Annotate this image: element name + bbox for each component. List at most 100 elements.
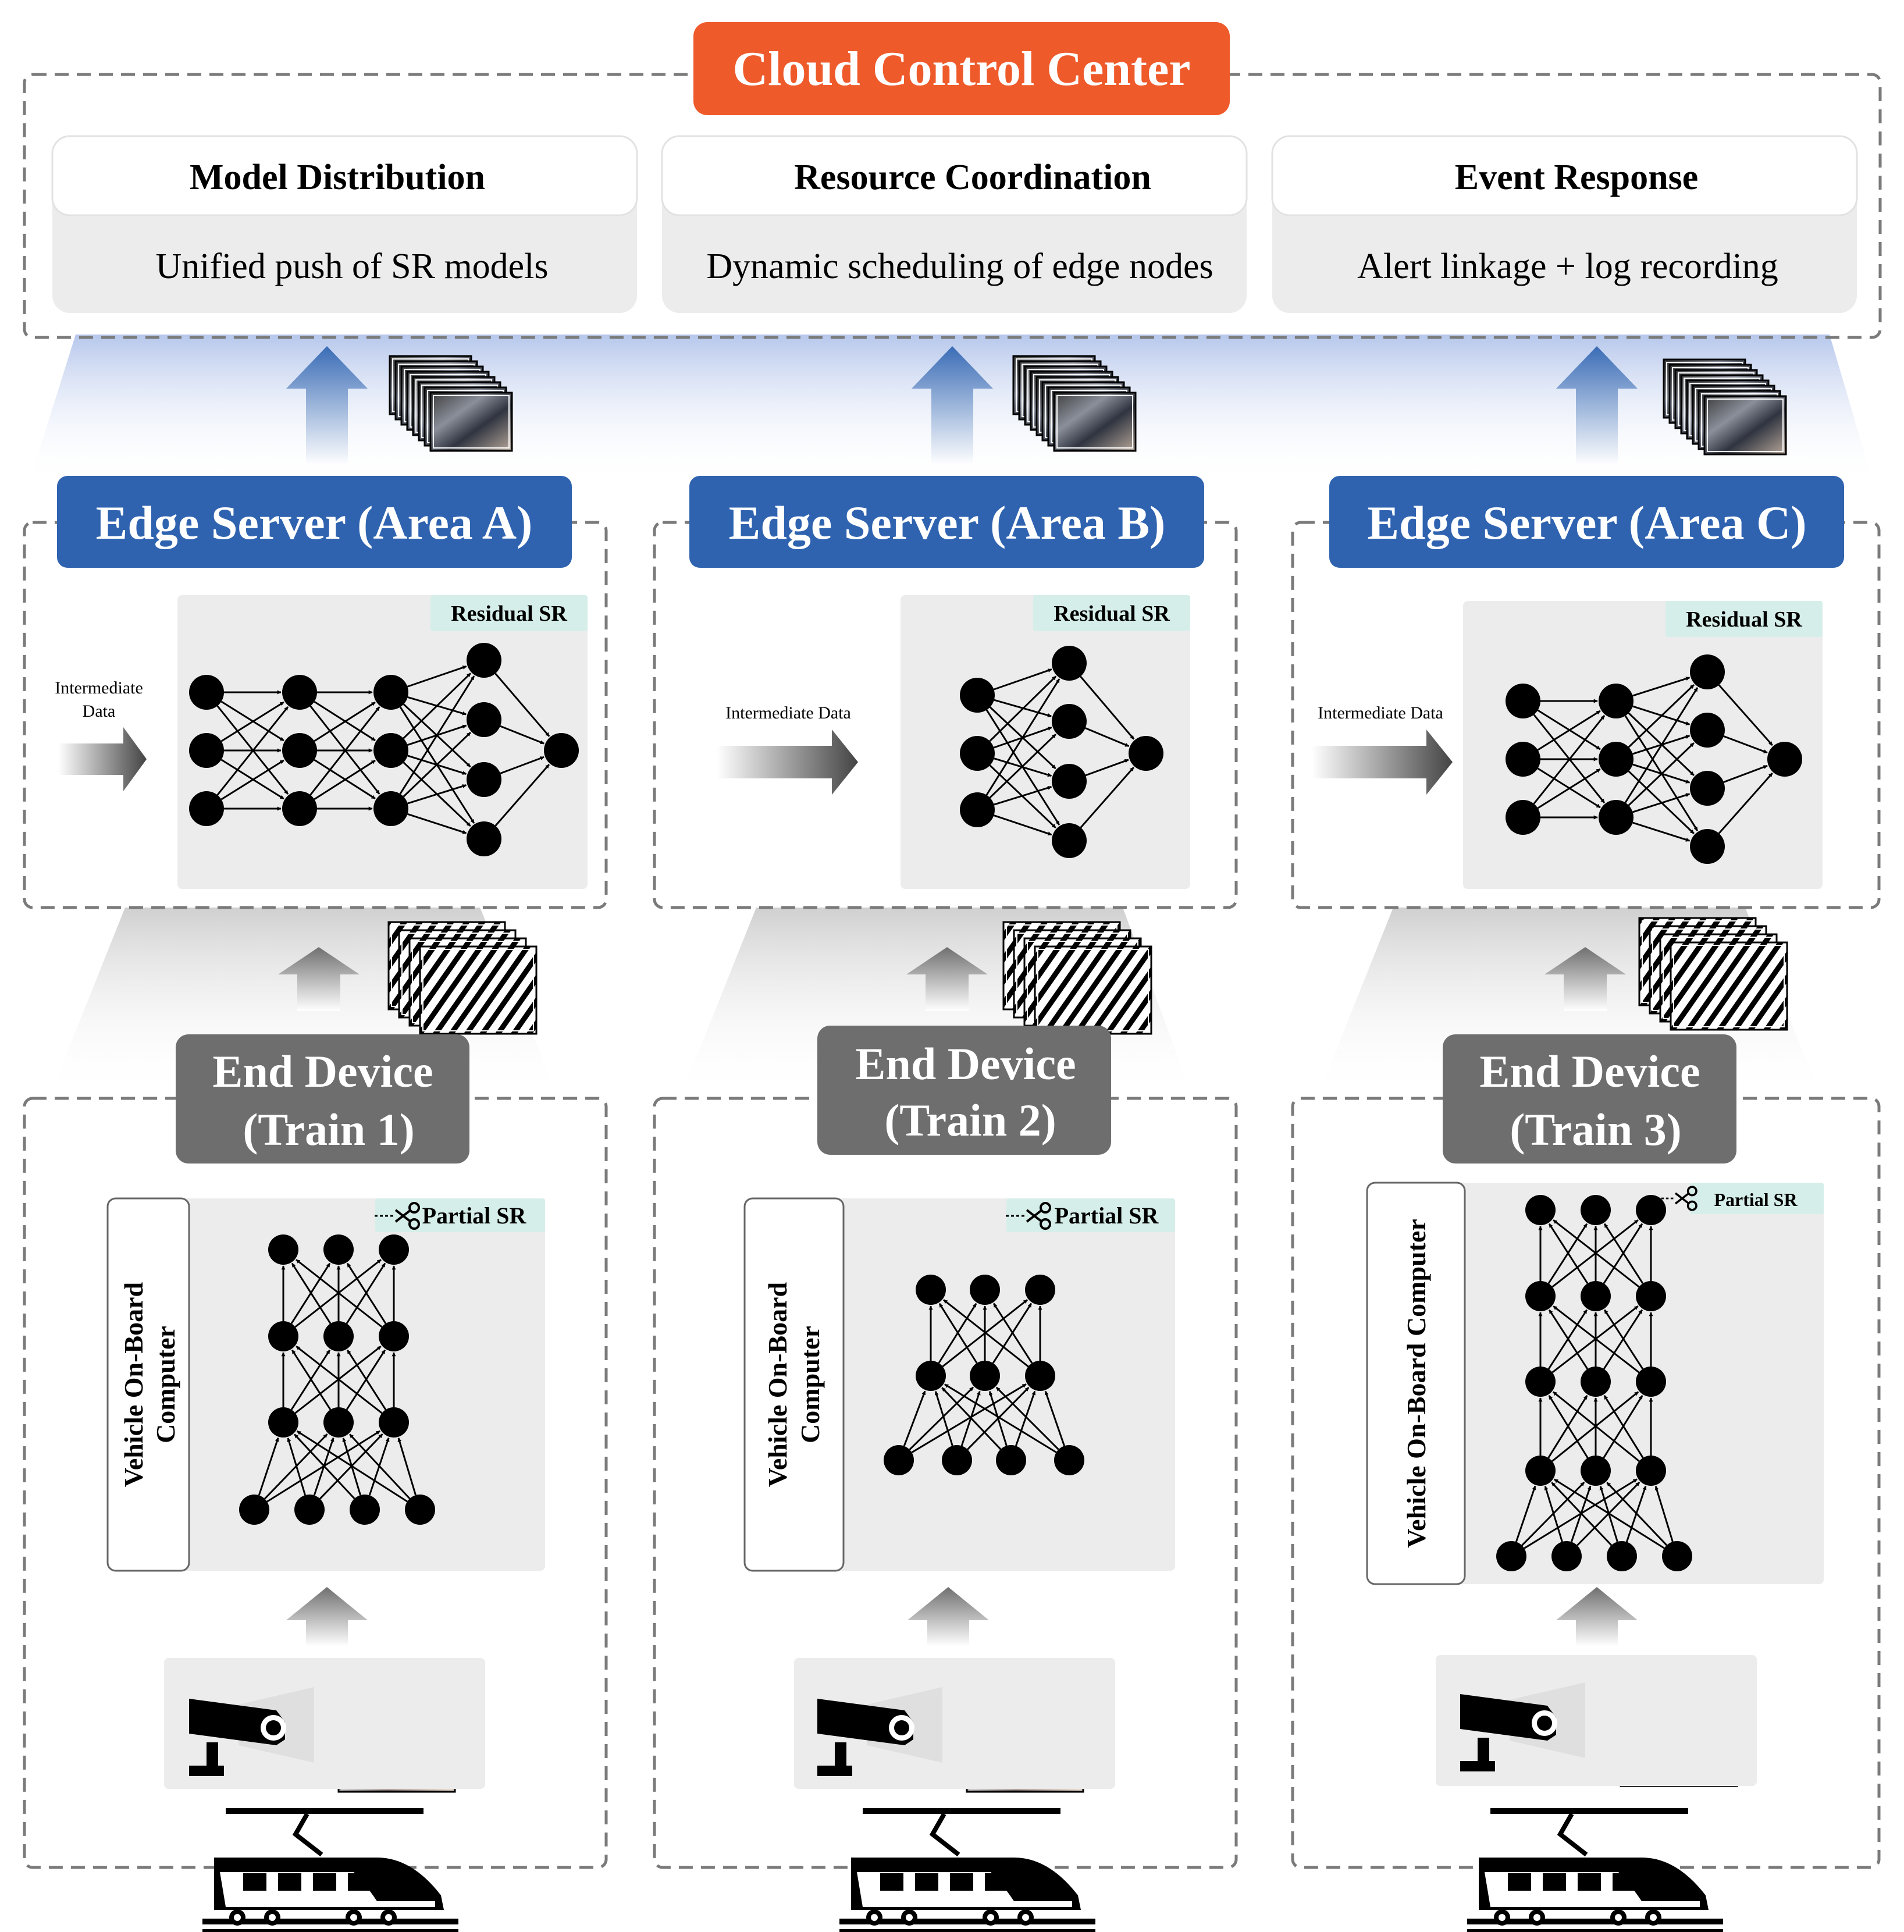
- edge-input-label-c: Intermediate Data: [1318, 703, 1443, 723]
- edge-link: [1080, 767, 1134, 828]
- pantograph: [1557, 1813, 1588, 1857]
- edge-link: [988, 1391, 1008, 1446]
- node: [282, 791, 317, 826]
- edge-link: [1603, 1394, 1644, 1458]
- edge-link: [1624, 687, 1699, 803]
- node: [379, 1234, 409, 1265]
- edge-header-b: [689, 476, 1204, 568]
- partial-sr-net-2: [884, 1275, 1084, 1475]
- edge-link: [258, 1437, 279, 1496]
- edge-link: [938, 1303, 978, 1364]
- node: [1607, 1541, 1637, 1571]
- edge-link: [1606, 1482, 1668, 1546]
- node: [189, 733, 224, 768]
- node: [239, 1495, 269, 1525]
- edge-link: [1080, 675, 1135, 740]
- node: [1662, 1541, 1692, 1571]
- train-wheel-hub: [987, 1914, 994, 1921]
- residual-sr-net-b: [960, 646, 1163, 858]
- edge-link: [1085, 759, 1129, 777]
- edge-title-a: Edge Server (Area A): [96, 496, 533, 549]
- node: [1506, 742, 1540, 777]
- edge-dashed-frame-c: [1291, 521, 1881, 909]
- edge-link: [1548, 1394, 1589, 1458]
- cloud-panel-desc-3: Alert linkage + log recording: [1357, 247, 1778, 286]
- node: [189, 791, 224, 826]
- cloud-panel-title-2: Resource Coordination: [794, 158, 1151, 197]
- device-net-panel-2: [745, 1198, 1175, 1571]
- handle: [408, 1218, 420, 1230]
- device-title-1a: End Device: [212, 1046, 433, 1097]
- partial-sr-net-3: [1496, 1195, 1692, 1571]
- computer-label-1b: Computer: [151, 1326, 180, 1443]
- edge-link: [1537, 710, 1601, 751]
- node: [1581, 1456, 1611, 1486]
- device-header-1: [176, 1034, 469, 1164]
- edge-link: [1515, 1485, 1536, 1542]
- edge-link: [1723, 735, 1768, 754]
- device-title-1b: (Train 1): [243, 1104, 414, 1155]
- track: [839, 1929, 1095, 1932]
- track: [202, 1929, 458, 1932]
- edge-link: [1044, 1390, 1065, 1446]
- train-window: [880, 1873, 903, 1891]
- computer-label-2b: Computer: [795, 1326, 825, 1443]
- edge-link: [403, 732, 471, 798]
- edge-input-label-b: Intermediate Data: [725, 703, 851, 723]
- cloud-panel-2: Resource Coordination Dynamic scheduling…: [661, 135, 1248, 313]
- neural-networks: [189, 643, 1802, 1571]
- edge-link: [934, 1391, 953, 1446]
- edge-dashed-frame-b: [653, 521, 1238, 909]
- cloud-panel-3: Event Response Alert linkage + log recor…: [1271, 135, 1858, 313]
- camera-lens-inner: [266, 1720, 281, 1735]
- device-net-panel-1: [108, 1198, 545, 1571]
- edge-link: [1544, 1486, 1563, 1542]
- node: [942, 1445, 972, 1475]
- edge-link: [992, 1303, 1033, 1364]
- edge-link: [349, 1433, 411, 1500]
- edge-link: [1603, 1309, 1644, 1369]
- computer-label-box-1: [106, 1197, 190, 1572]
- node: [379, 1321, 409, 1351]
- train-window: [1508, 1873, 1531, 1891]
- node: [1636, 1367, 1666, 1397]
- camera-panel-3: [1436, 1655, 1757, 1786]
- node: [960, 678, 995, 713]
- node: [268, 1407, 298, 1438]
- node: [373, 733, 408, 768]
- train-wheel-hub: [350, 1914, 357, 1921]
- train-window: [915, 1873, 938, 1891]
- node: [467, 643, 501, 678]
- train-icon-2: [839, 1808, 1095, 1932]
- train-window: [313, 1873, 336, 1891]
- scissors-icon-2: [1006, 1202, 1051, 1230]
- end-device-3: Vehicle On-Board Computer Partial SR End…: [1291, 1034, 1881, 1869]
- edge-link: [1548, 1223, 1589, 1284]
- edge-link: [993, 668, 1052, 691]
- device-title-2a: End Device: [855, 1038, 1076, 1089]
- node: [467, 702, 501, 737]
- camera-icons: [189, 1682, 1585, 1776]
- edge-link: [1718, 772, 1773, 834]
- train-window: [1613, 1873, 1636, 1891]
- node: [1525, 1195, 1556, 1225]
- edge-input-label-a-2: Data: [83, 702, 116, 721]
- edge-link: [220, 701, 284, 742]
- edge-link: [403, 673, 472, 739]
- device-tag-2: [1006, 1198, 1175, 1232]
- cloud-panel-title-1: Model Distribution: [190, 158, 485, 197]
- edge-link: [995, 1386, 1059, 1450]
- node: [1525, 1367, 1556, 1397]
- camera-icon-3: [1460, 1682, 1585, 1771]
- frame-stack-mid-3: [1638, 917, 1788, 1031]
- node: [1599, 684, 1633, 718]
- edge-tag-text-a: Residual SR: [451, 602, 567, 626]
- device-title-3a: End Device: [1479, 1046, 1700, 1097]
- edge-link: [911, 1383, 1027, 1453]
- edge-tag-c: [1665, 601, 1823, 637]
- edge-link: [1632, 821, 1691, 842]
- node: [282, 675, 317, 710]
- edge-to-cloud-arrows: [286, 346, 1638, 465]
- computer-label-2a: Vehicle On-Board: [763, 1282, 792, 1487]
- edge-link: [1537, 768, 1601, 809]
